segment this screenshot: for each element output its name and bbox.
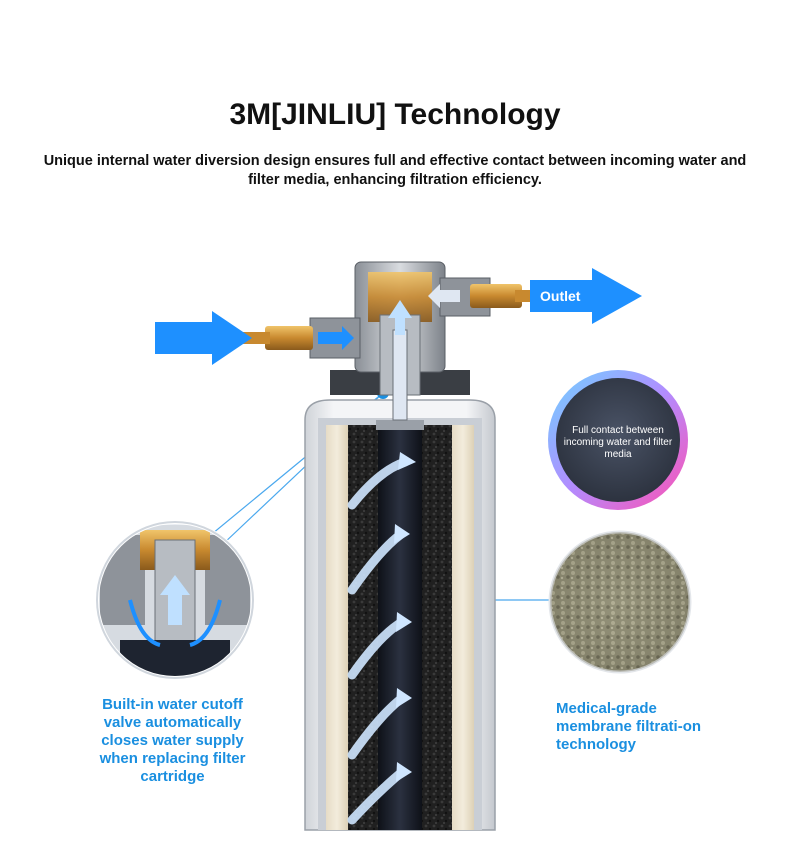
inlet-assembly xyxy=(155,311,354,365)
contact-bubble-text: Full contact between incoming water and … xyxy=(563,425,673,460)
membrane-media-zoom xyxy=(548,530,692,674)
inlet-brass-fitting xyxy=(265,326,313,350)
page-subtitle: Unique internal water diversion design e… xyxy=(43,153,747,188)
callout-membrane: Medical-grade membrane filtrati-on techn… xyxy=(556,700,702,753)
outlet-label: Outlet xyxy=(540,288,581,304)
outer-media-right xyxy=(452,425,474,830)
inlet-arrow xyxy=(155,311,252,365)
outlet-assembly xyxy=(428,268,642,324)
page-title: 3M[JINLIU] Technology xyxy=(229,98,561,131)
outlet-brass-fitting xyxy=(470,284,522,308)
flow-arrowheads xyxy=(394,452,416,782)
valve-detail-zoom xyxy=(95,520,255,680)
outlet-flow-arrow xyxy=(428,284,460,308)
contact-bubble xyxy=(548,370,688,510)
callout-water-cutoff: Built-in water cutoff valve automaticall… xyxy=(99,696,246,785)
outlet-arrow xyxy=(530,268,642,324)
inlet-flow-arrow xyxy=(318,326,354,350)
outer-media-left xyxy=(326,425,348,830)
